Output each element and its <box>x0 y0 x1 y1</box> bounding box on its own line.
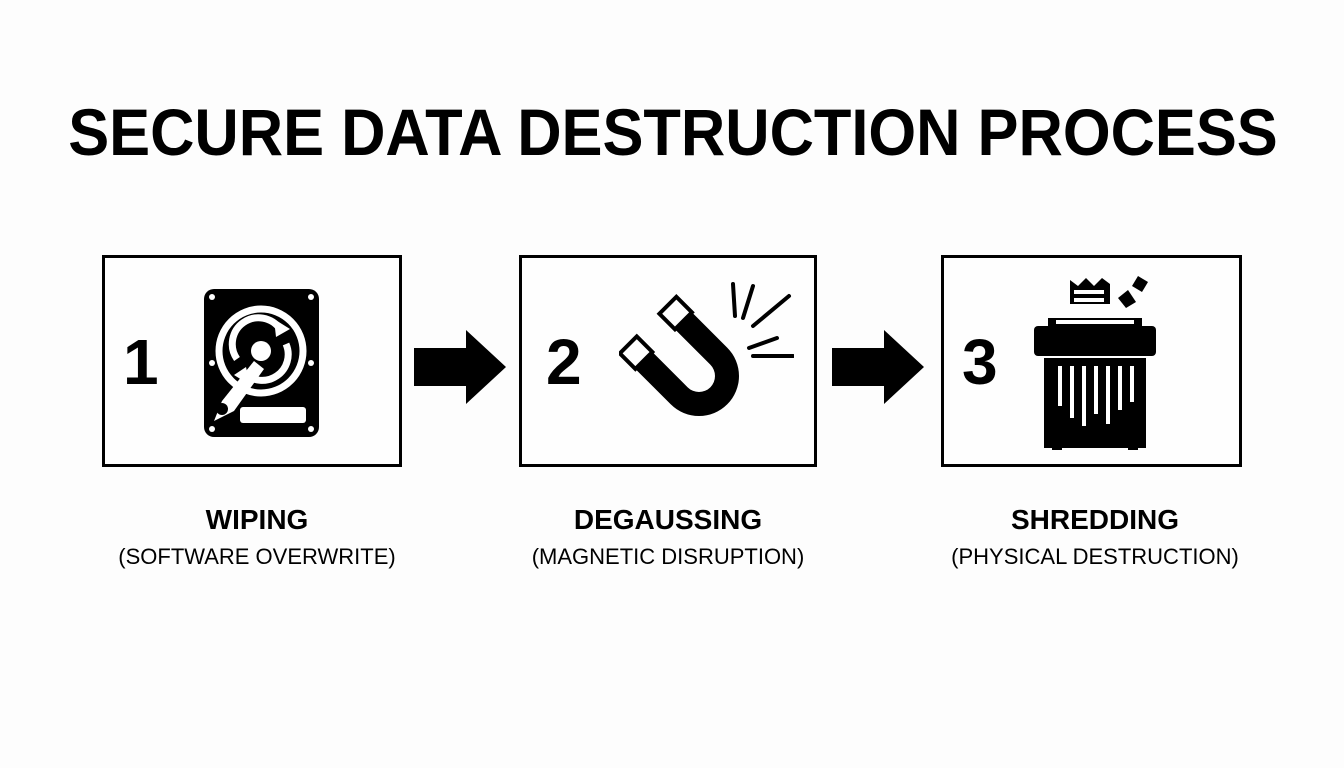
page-title: SECURE DATA DESTRUCTION PROCESS <box>68 95 1278 169</box>
step-box-shredding: 3 <box>941 255 1242 467</box>
arrow-right-icon <box>832 330 924 404</box>
hard-drive-icon <box>204 289 319 437</box>
step-title: SHREDDING <box>1010 504 1179 535</box>
step-title: WIPING <box>205 504 309 535</box>
shredder-icon <box>1034 276 1156 450</box>
step-title: DEGAUSSING <box>573 504 763 535</box>
step-number: 1 <box>123 326 159 398</box>
step-box-degaussing: 2 <box>519 255 817 467</box>
step-subtitle: (MAGNETIC DISRUPTION) <box>531 544 805 569</box>
step-box-wiping: 1 <box>102 255 402 467</box>
step-subtitle: (SOFTWARE OVERWRITE) <box>118 544 396 569</box>
step-number: 3 <box>962 326 998 398</box>
arrow-right-icon <box>414 330 506 404</box>
step-subtitle: (PHYSICAL DESTRUCTION) <box>951 544 1239 569</box>
step-number: 2 <box>546 326 582 398</box>
magnet-icon <box>619 282 794 416</box>
